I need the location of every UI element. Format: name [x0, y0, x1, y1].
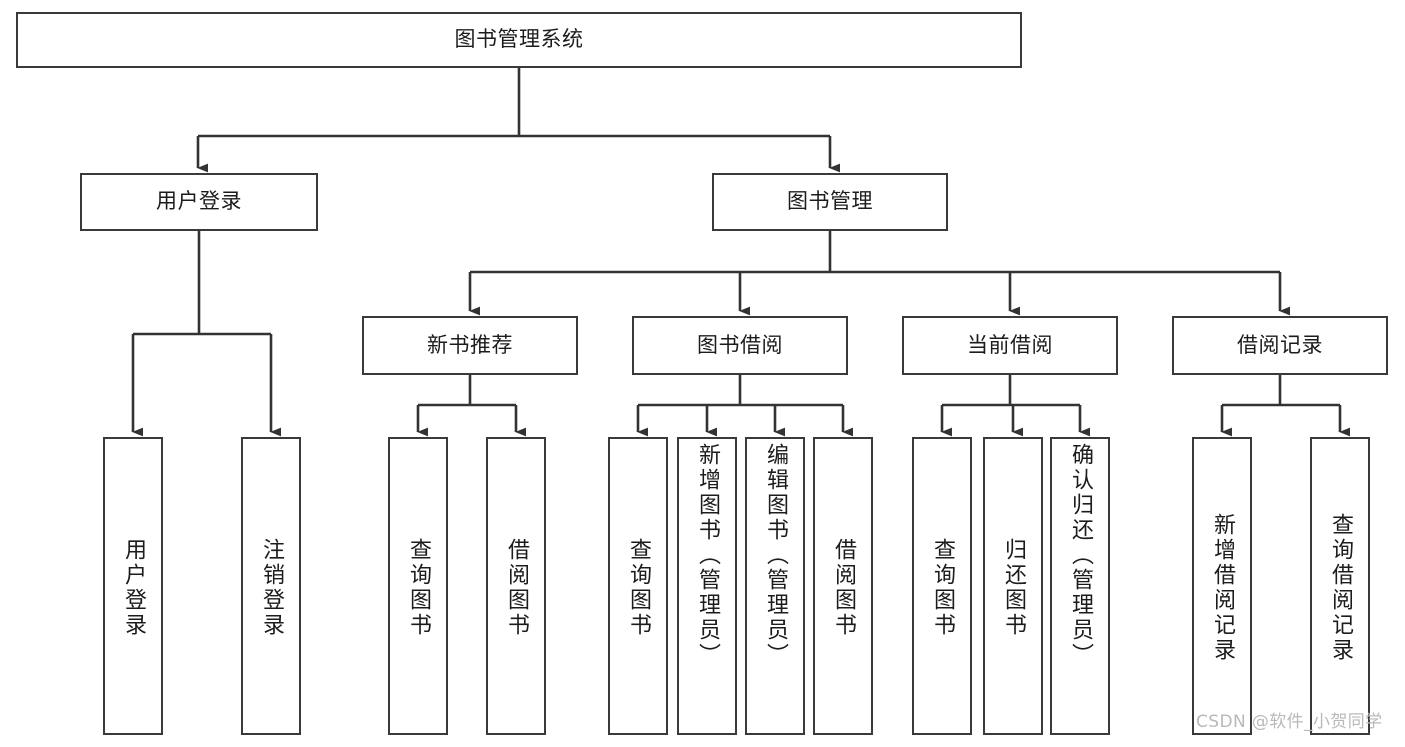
node-leaf-logout[interactable]: 注销登录	[241, 437, 301, 735]
node-leaf-query-record[interactable]: 查询借阅记录	[1310, 437, 1370, 735]
node-leaf-confirm-return-label: 确认归还（管理员）	[1068, 443, 1093, 668]
node-current-borrow-label: 当前借阅	[967, 332, 1053, 357]
node-book-borrow[interactable]: 图书借阅	[632, 316, 848, 375]
node-leaf-logout-label: 注销登录	[259, 538, 284, 638]
node-leaf-user-login[interactable]: 用户登录	[103, 437, 163, 735]
node-leaf-query-record-label: 查询借阅记录	[1328, 513, 1353, 663]
node-leaf-query-book-3[interactable]: 查询图书	[912, 437, 972, 735]
node-leaf-user-login-label: 用户登录	[121, 538, 146, 638]
node-user-login-label: 用户登录	[156, 189, 242, 214]
node-leaf-query-book-2[interactable]: 查询图书	[608, 437, 668, 735]
node-leaf-add-record[interactable]: 新增借阅记录	[1192, 437, 1252, 735]
node-borrow-record-label: 借阅记录	[1237, 332, 1323, 357]
node-leaf-confirm-return[interactable]: 确认归还（管理员）	[1050, 437, 1110, 735]
node-leaf-borrow-book-2-label: 借阅图书	[831, 538, 856, 638]
node-leaf-edit-book[interactable]: 编辑图书（管理员）	[745, 437, 805, 735]
node-root-label: 图书管理系统	[454, 27, 584, 52]
node-current-borrow[interactable]: 当前借阅	[902, 316, 1118, 375]
node-leaf-add-book-label: 新增图书（管理员）	[695, 443, 720, 668]
node-book-manage-label: 图书管理	[787, 189, 873, 214]
node-leaf-borrow-book-2[interactable]: 借阅图书	[813, 437, 873, 735]
node-leaf-query-book-3-label: 查询图书	[930, 538, 955, 638]
node-new-book-rec-label: 新书推荐	[427, 332, 513, 357]
node-leaf-return-book[interactable]: 归还图书	[983, 437, 1043, 735]
node-leaf-query-book-2-label: 查询图书	[626, 538, 651, 638]
node-root[interactable]: 图书管理系统	[16, 12, 1022, 68]
node-new-book-rec[interactable]: 新书推荐	[362, 316, 578, 375]
node-book-manage[interactable]: 图书管理	[712, 173, 948, 231]
node-leaf-query-book-1[interactable]: 查询图书	[388, 437, 448, 735]
node-leaf-add-record-label: 新增借阅记录	[1210, 513, 1235, 663]
csdn-watermark: CSDN @软件_小贺同学	[1196, 712, 1383, 732]
node-leaf-borrow-book-1-label: 借阅图书	[504, 538, 529, 638]
node-leaf-query-book-1-label: 查询图书	[406, 538, 431, 638]
node-leaf-add-book[interactable]: 新增图书（管理员）	[677, 437, 737, 735]
node-leaf-edit-book-label: 编辑图书（管理员）	[763, 443, 788, 668]
node-user-login[interactable]: 用户登录	[80, 173, 318, 231]
node-leaf-borrow-book-1[interactable]: 借阅图书	[486, 437, 546, 735]
node-leaf-return-book-label: 归还图书	[1001, 538, 1026, 638]
node-book-borrow-label: 图书借阅	[697, 332, 783, 357]
node-borrow-record[interactable]: 借阅记录	[1172, 316, 1388, 375]
